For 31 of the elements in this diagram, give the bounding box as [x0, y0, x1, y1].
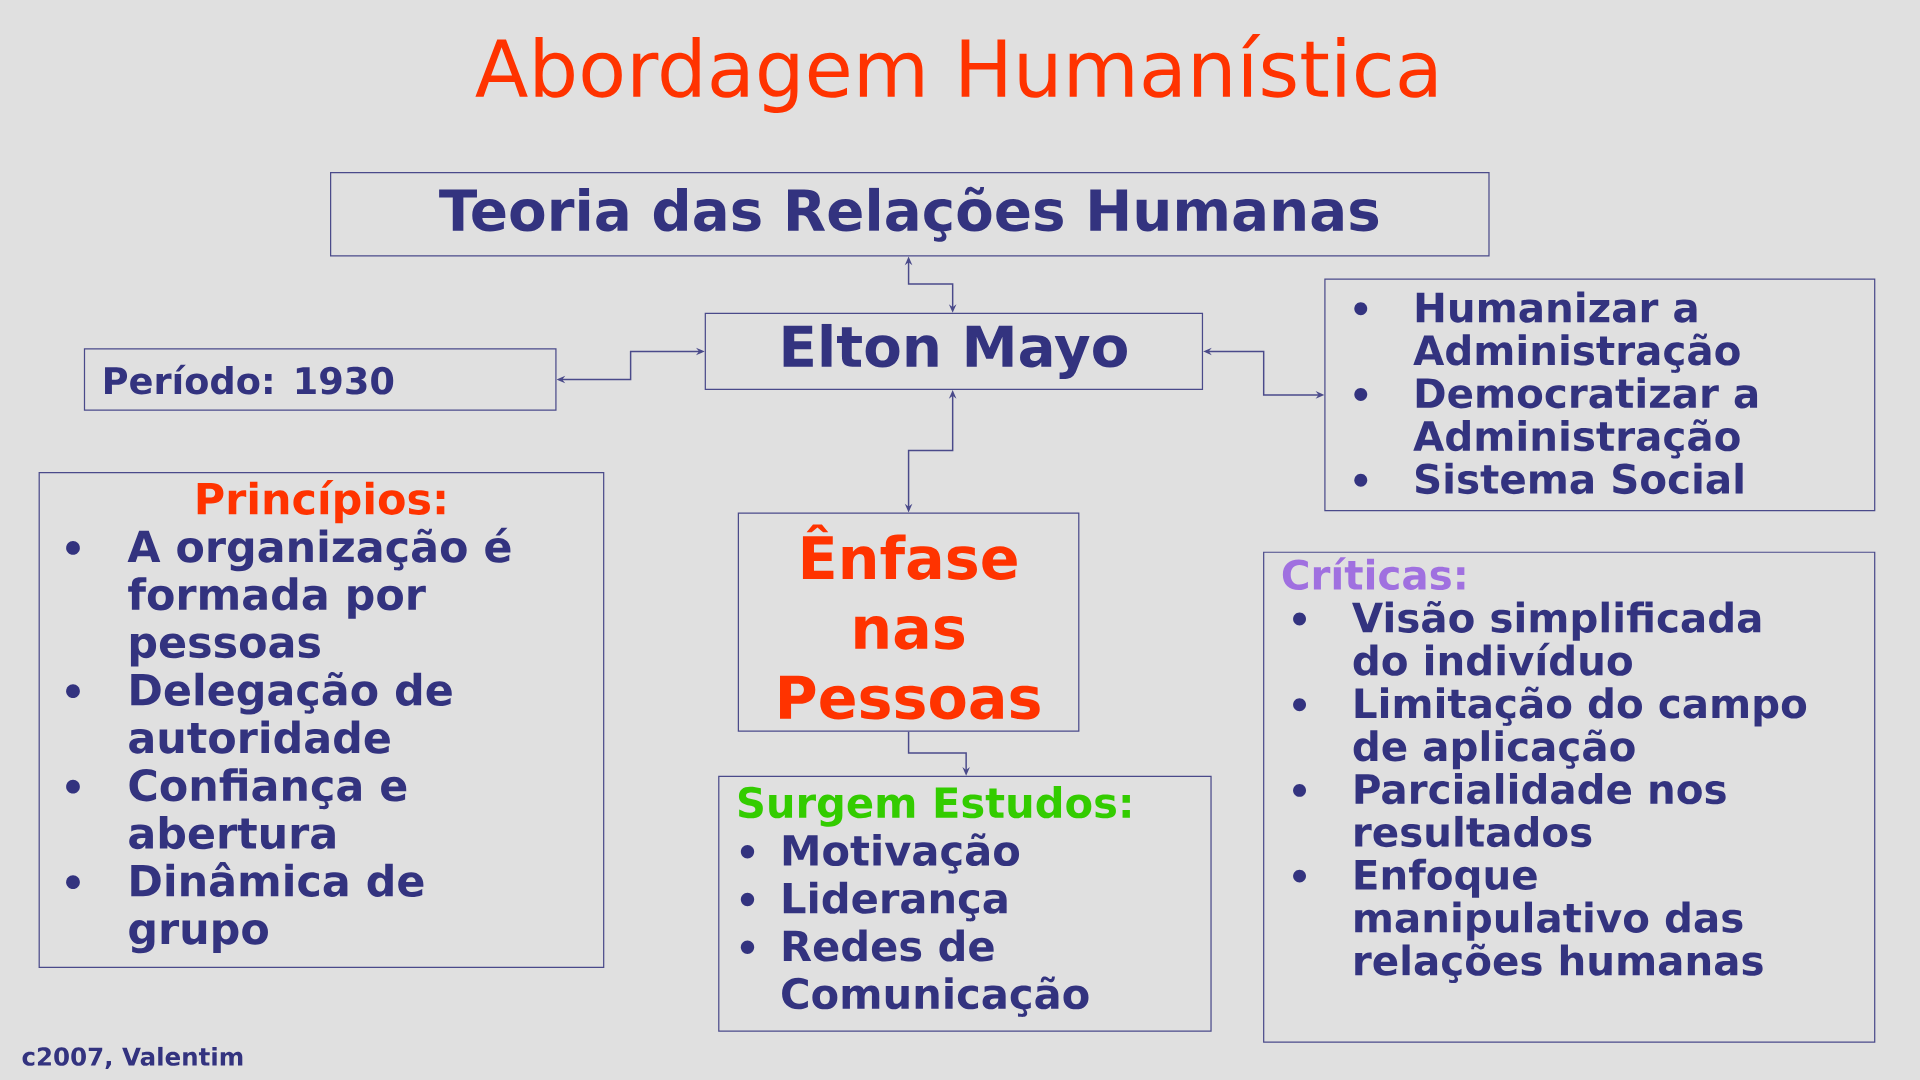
box-text: Teoria das Relações Humanas	[439, 186, 1379, 242]
list-item: Humanizar a Administração	[1354, 291, 1740, 373]
box-heading: Críticas:	[1282, 557, 1465, 591]
list-item: Democratizar a Administração	[1354, 377, 1758, 459]
list-item: Limitação do campo de aplicação	[1293, 686, 1807, 770]
list-item: Dinâmica de grupo	[66, 862, 424, 954]
list-item: Sistema Social	[1354, 462, 1743, 495]
list-item: Parcialidade nos resultados	[1293, 773, 1726, 848]
box-heading: Surgem Estudos:	[738, 786, 1130, 827]
list-item: Delegação de autoridade	[66, 671, 452, 754]
list-box	[718, 775, 1212, 1032]
list-item: Motivação	[740, 833, 1020, 874]
list-item: A organização é formada por pessoas	[66, 527, 511, 667]
box-text: Elton Mayo	[783, 323, 1127, 379]
list-item: Redes de Comunicação	[740, 929, 1089, 1017]
text-box	[83, 348, 557, 411]
list-box	[38, 472, 605, 968]
list-box	[1324, 278, 1876, 512]
text-box	[704, 312, 1204, 390]
credit-note: c2007, Valentim	[22, 1046, 243, 1069]
title: Abordagem Humanística	[475, 33, 1436, 113]
text-box	[330, 172, 1490, 257]
list-item: Confiança e abertura	[66, 768, 407, 850]
text-box	[737, 512, 1080, 732]
list-item: Visão simplificada do indivíduo	[1293, 600, 1761, 676]
box-text: Período: 1930	[105, 364, 394, 395]
list-item: Liderança	[740, 881, 1007, 922]
box-text: Ênfase nas Pessoas	[780, 524, 1040, 720]
box-heading: Princípios:	[197, 480, 445, 524]
list-box	[1263, 551, 1876, 1043]
list-item: Enfoque manipulativo das relações humanas	[1293, 858, 1763, 984]
